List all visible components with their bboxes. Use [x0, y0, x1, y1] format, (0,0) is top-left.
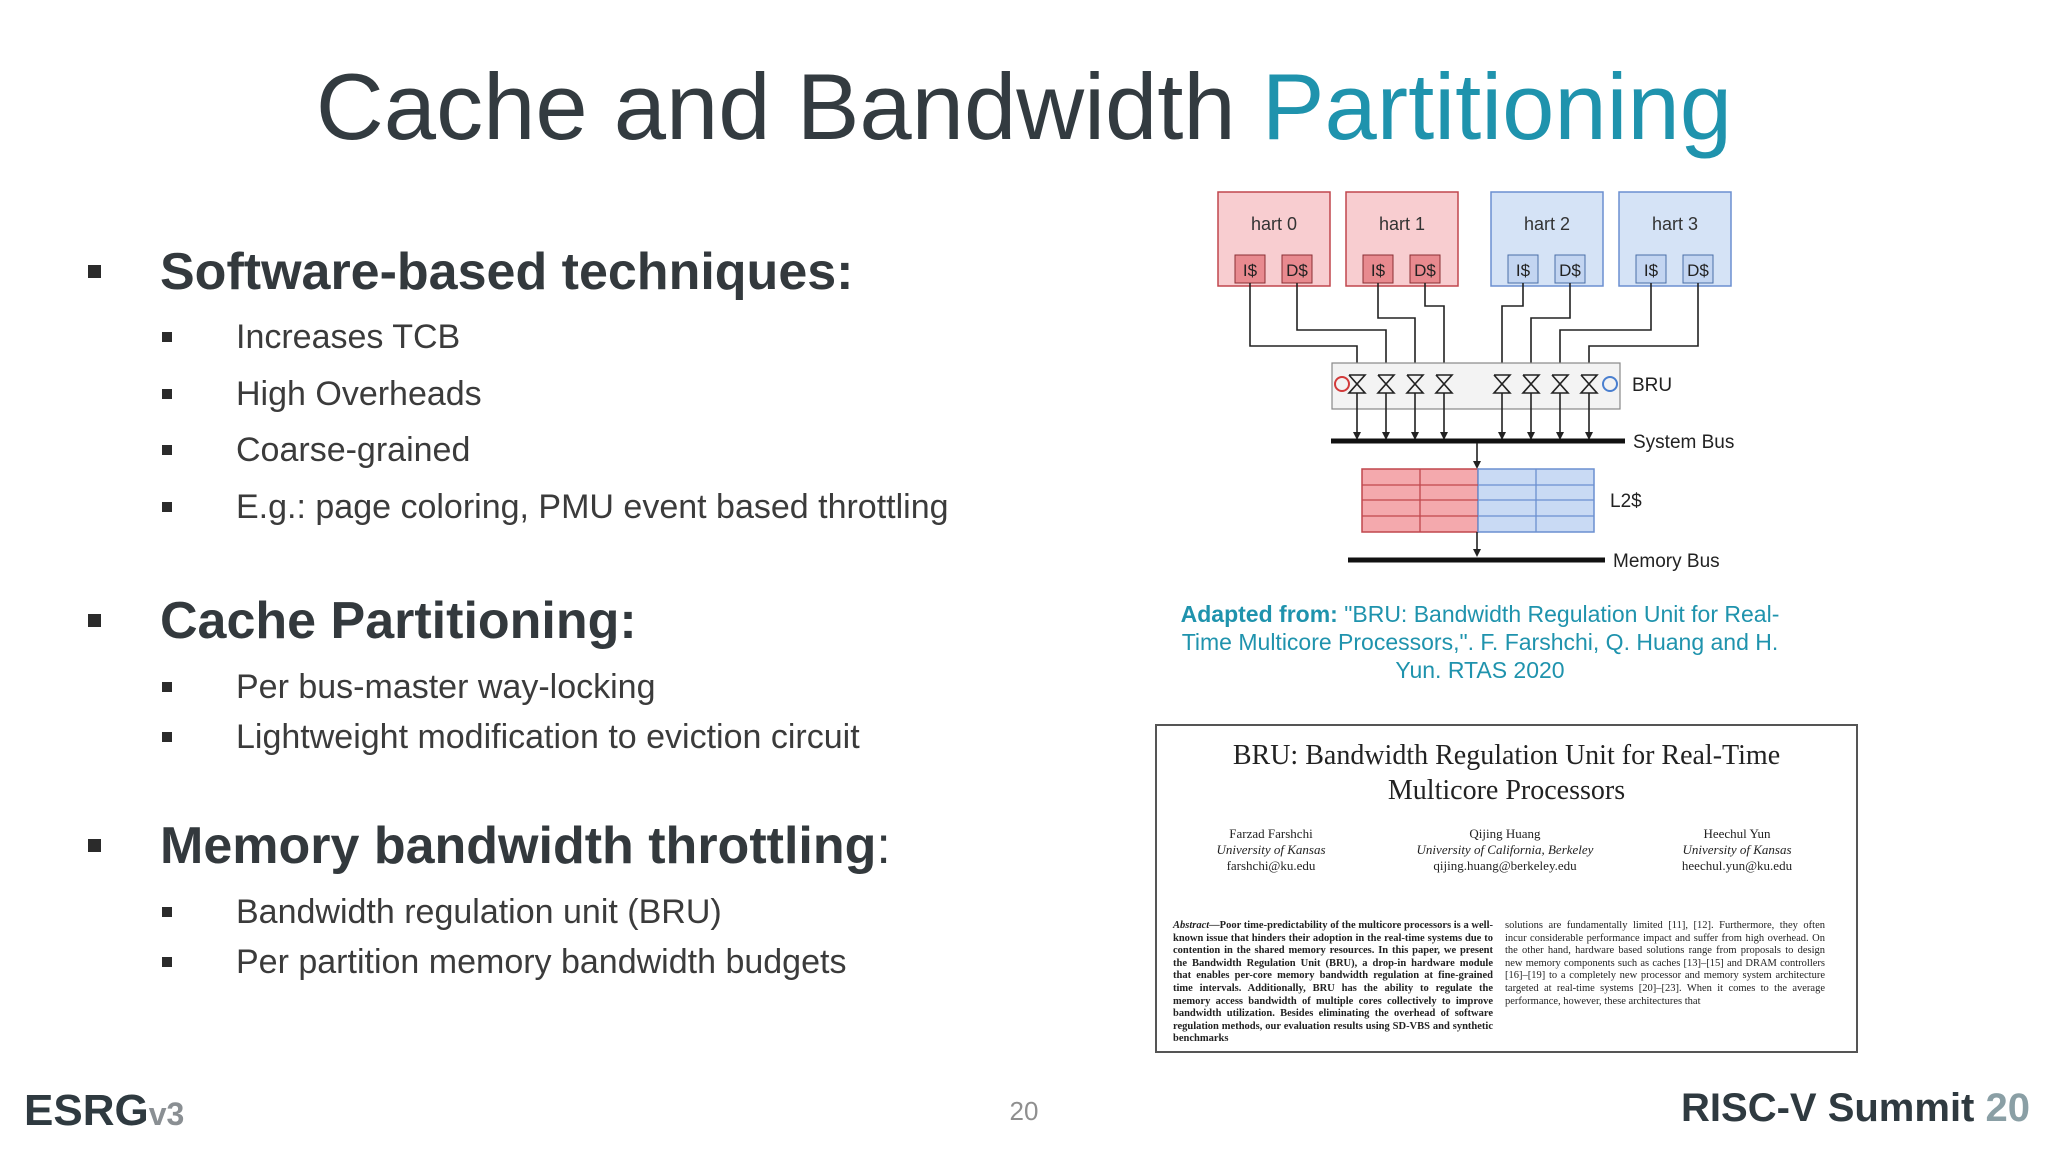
list-item: Coarse-grained	[236, 431, 471, 469]
abstract-column-right: solutions are fundamentally limited [11]…	[1505, 920, 1825, 1007]
bru-architecture-diagram: hart 0 I$ D$ hart 1 I$ D$ hart 2 I$ D$ h…	[1217, 191, 1734, 572]
slide-title: Cache and Bandwidth Partitioning	[0, 52, 2048, 162]
caption-lead: Adapted from:	[1180, 601, 1338, 627]
author-email: qijing.huang@berkeley.edu	[1433, 858, 1577, 873]
logo-text: ESRG	[24, 1086, 149, 1135]
dcache-label: D$	[1559, 261, 1581, 280]
hart-box: hart 1 I$ D$	[1345, 191, 1459, 287]
author-affiliation: University of Kansas	[1682, 842, 1792, 857]
timer-red-icon	[1334, 376, 1350, 392]
logo-version: v3	[148, 1096, 185, 1132]
author-name: Farzad Farshchi	[1229, 826, 1313, 841]
bullet-square-icon	[88, 839, 101, 852]
sub-bullet-square-icon	[162, 389, 172, 399]
system-bus-label: System Bus	[1633, 432, 1734, 453]
sub-bullet-square-icon	[162, 682, 172, 692]
section-heading-throttling: Memory bandwidth throttling:	[160, 816, 891, 876]
sub-bullet-square-icon	[162, 332, 172, 342]
author-affiliation: University of California, Berkeley	[1416, 842, 1594, 857]
page-number: 20	[1009, 1096, 1039, 1126]
author-affiliation: University of Kansas	[1216, 842, 1326, 857]
caption-line: Yun. RTAS 2020	[1395, 657, 1565, 683]
dcache-label: D$	[1286, 261, 1308, 280]
abstract-text: —Poor time-predictability of the multico…	[1173, 920, 1493, 1045]
esrg-logo: ESRGv3	[24, 1085, 184, 1140]
hart-box: hart 3 I$ D$	[1618, 191, 1732, 287]
icache-label: I$	[1516, 261, 1531, 280]
bru-label: BRU	[1632, 375, 1672, 396]
section-heading-software: Software-based techniques:	[160, 242, 853, 302]
list-item: Lightweight modification to eviction cir…	[236, 718, 860, 756]
figure-caption: Adapted from: "BRU: Bandwidth Regulation…	[1150, 600, 1810, 684]
author-name: Qijing Huang	[1469, 826, 1541, 841]
icache-label: I$	[1644, 261, 1659, 280]
dcache-label: D$	[1414, 261, 1436, 280]
icache-label: I$	[1243, 261, 1258, 280]
section-heading-text: Cache Partitioning:	[160, 592, 637, 650]
list-item: Bandwidth regulation unit (BRU)	[236, 893, 722, 931]
author-email: heechul.yun@ku.edu	[1681, 858, 1793, 873]
title-main: Cache and Bandwidth	[315, 54, 1236, 159]
author-block: Heechul Yun University of Kansas heechul…	[1627, 826, 1847, 874]
hart-label: hart 0	[1251, 214, 1297, 234]
dcache-label: D$	[1687, 261, 1709, 280]
hart-box: hart 2 I$ D$	[1490, 191, 1604, 287]
author-block: Qijing Huang University of California, B…	[1395, 826, 1615, 874]
interconnect-wires	[1249, 283, 1699, 363]
hart-box: hart 0 I$ D$	[1217, 191, 1331, 287]
paper-title: BRU: Bandwidth Regulation Unit for Real-…	[1157, 738, 1856, 808]
list-item: E.g.: page coloring, PMU event based thr…	[236, 488, 949, 526]
icache-label: I$	[1371, 261, 1386, 280]
bru-block: BRU	[1331, 362, 1672, 410]
paper-title-line: Multicore Processors	[1387, 775, 1626, 806]
l2-cache-block: L2$	[1361, 468, 1642, 533]
abstract-column-left: Abstract—Poor time-predictability of the…	[1173, 920, 1493, 1046]
section-heading-text: Software-based techniques:	[160, 243, 854, 301]
author-block: Farzad Farshchi University of Kansas far…	[1161, 826, 1381, 874]
sub-bullet-square-icon	[162, 957, 172, 967]
list-item: Per partition memory bandwidth budgets	[236, 943, 847, 981]
bullet-square-icon	[88, 614, 101, 627]
paper-title-line: BRU: Bandwidth Regulation Unit for Real-…	[1232, 740, 1781, 771]
section-heading-cache: Cache Partitioning:	[160, 591, 637, 651]
event-text: RISC-V Summit	[1681, 1086, 1986, 1130]
abstract-label: Abstract	[1173, 920, 1210, 931]
event-name: RISC-V Summit 20	[1681, 1084, 2030, 1132]
throttle-valve-icon	[1347, 374, 1599, 394]
list-item: Increases TCB	[236, 318, 461, 356]
memory-bus-label: Memory Bus	[1613, 551, 1720, 572]
l2-label: L2$	[1610, 491, 1642, 512]
caption-line: "BRU: Bandwidth Regulation Unit for Real…	[1337, 601, 1780, 627]
section-heading-text: Memory bandwidth throttling	[160, 817, 877, 875]
section-heading-suffix: :	[876, 817, 891, 875]
arrow-head-icon	[1353, 432, 1593, 440]
list-item: Per bus-master way-locking	[236, 668, 656, 706]
hart-label: hart 2	[1524, 214, 1570, 234]
hart-label: hart 3	[1652, 214, 1698, 234]
hart-label: hart 1	[1379, 214, 1425, 234]
list-item: High Overheads	[236, 375, 482, 413]
sub-bullet-square-icon	[162, 907, 172, 917]
author-name: Heechul Yun	[1703, 826, 1771, 841]
sub-bullet-square-icon	[162, 445, 172, 455]
title-accent: Partitioning	[1261, 54, 1733, 159]
paper-excerpt-image: BRU: Bandwidth Regulation Unit for Real-…	[1155, 724, 1858, 1053]
sub-bullet-square-icon	[162, 502, 172, 512]
bullet-square-icon	[88, 265, 101, 278]
author-email: farshchi@ku.edu	[1226, 858, 1316, 873]
timer-blue-icon	[1602, 376, 1618, 392]
event-year: 20	[1985, 1086, 2031, 1130]
caption-line: Time Multicore Processors,". F. Farshchi…	[1181, 629, 1779, 655]
bus-arrows	[1356, 393, 1590, 436]
sub-bullet-square-icon	[162, 732, 172, 742]
